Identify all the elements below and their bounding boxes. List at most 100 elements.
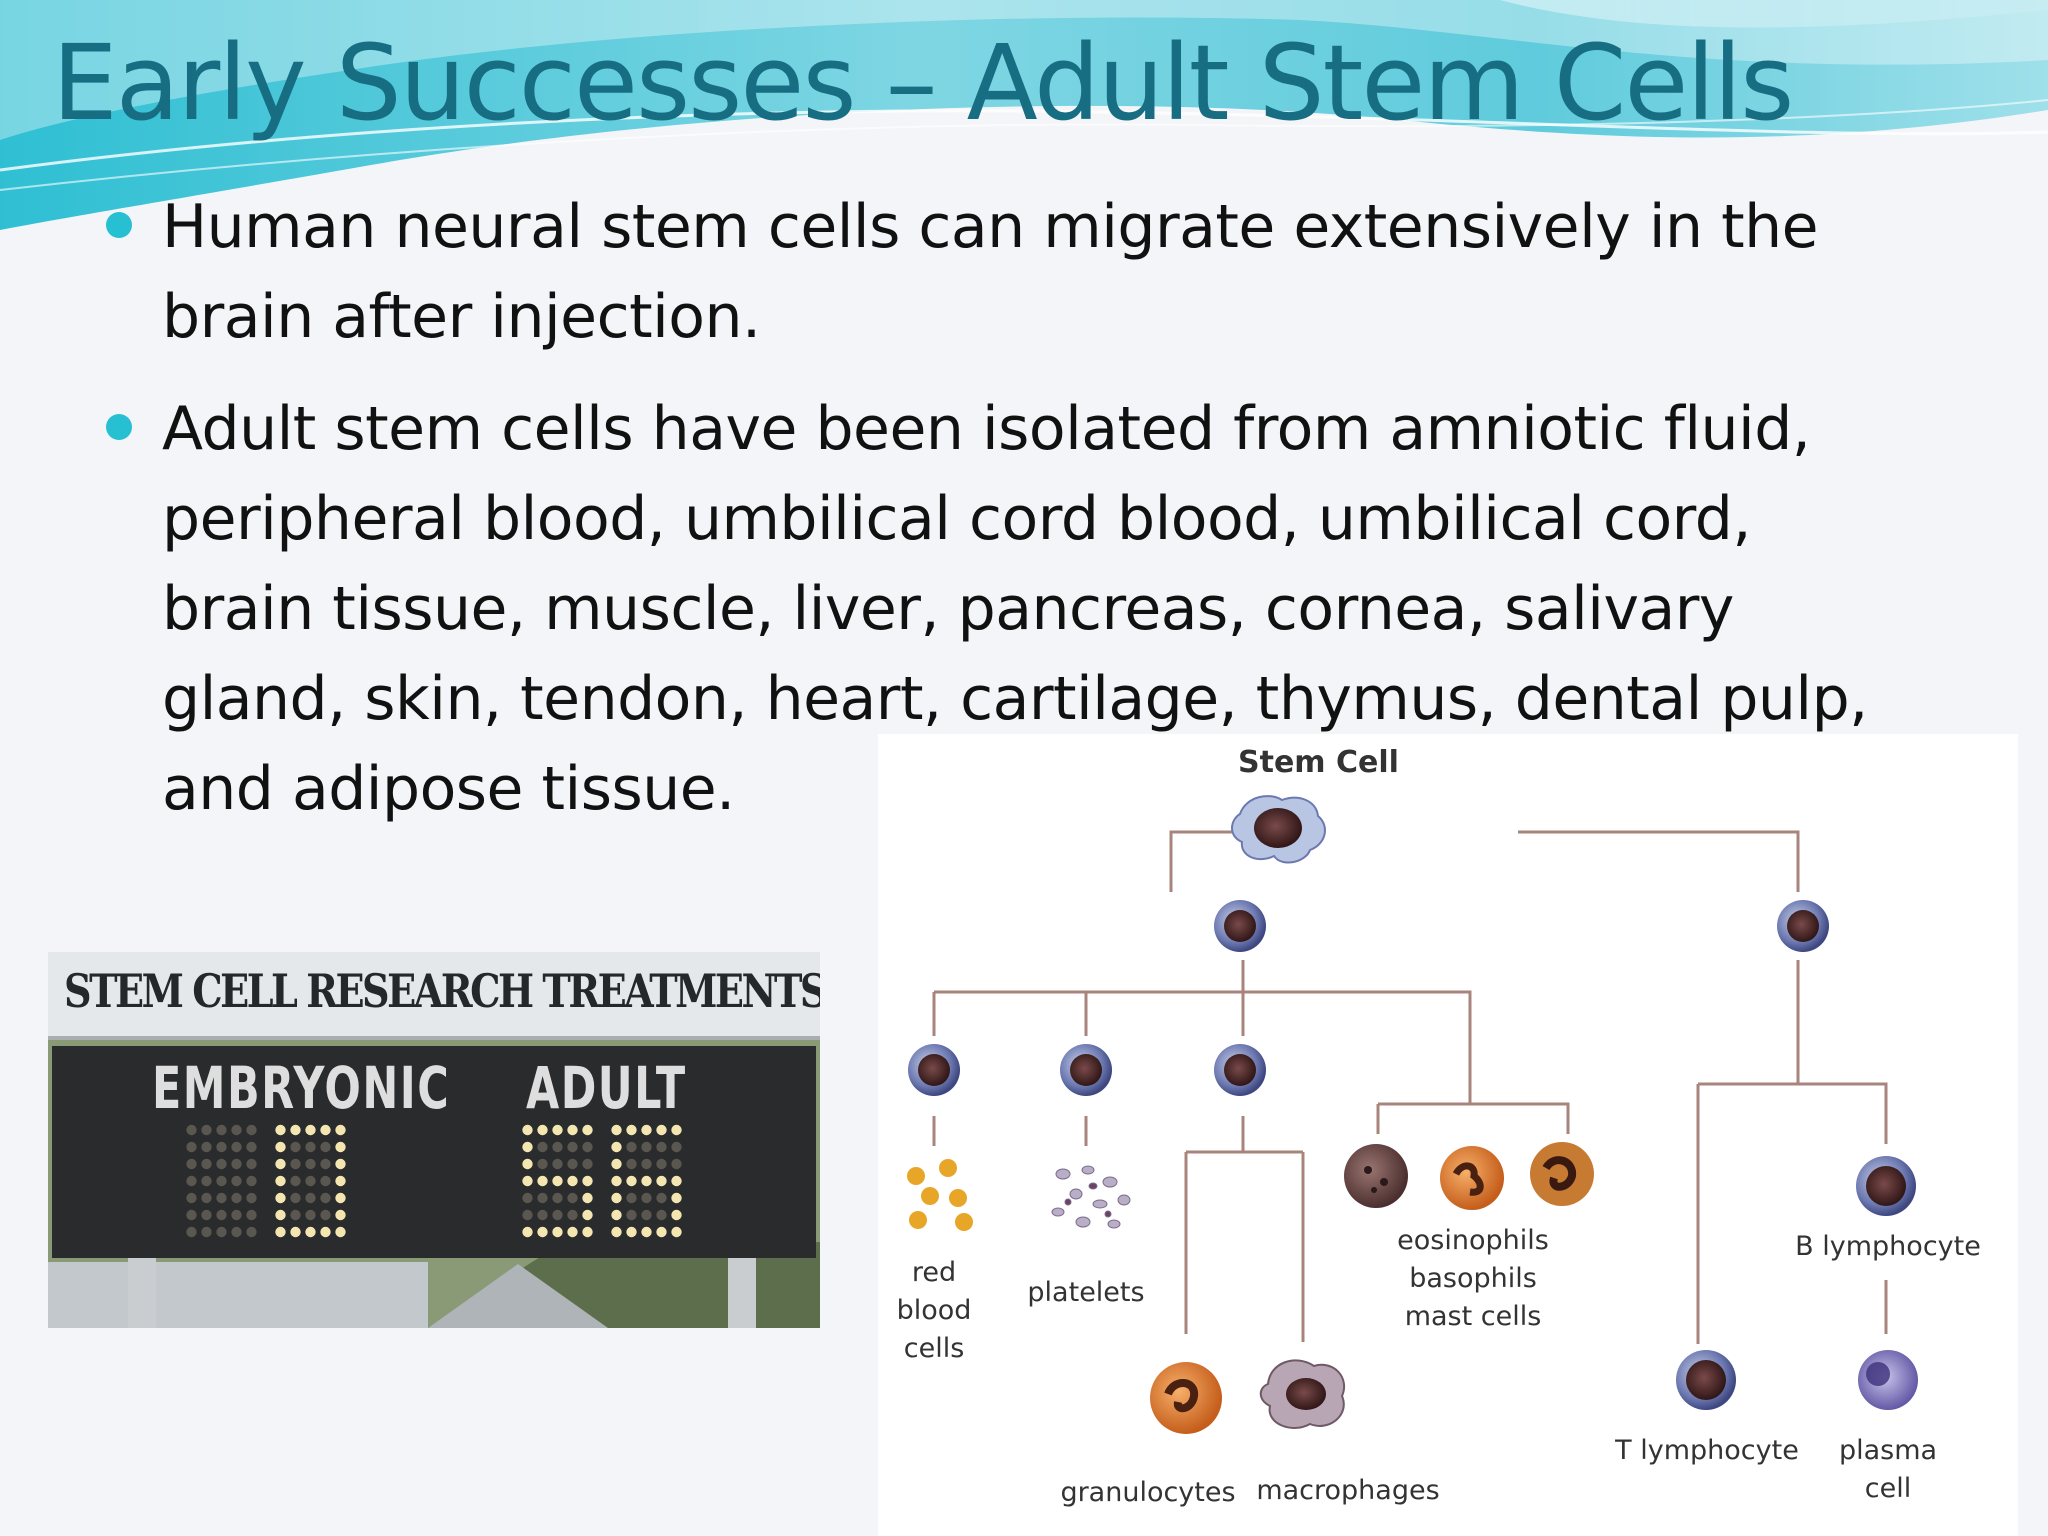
plasma-cell-label: plasma cell — [1828, 1432, 1948, 1508]
led-off — [626, 1209, 637, 1221]
platelets-icon — [1051, 1165, 1131, 1229]
led-off — [671, 1141, 682, 1153]
led-off — [552, 1158, 563, 1170]
bullet-line: gland, skin, tendon, heart, cartilage, t… — [162, 664, 1868, 734]
led-on — [335, 1141, 346, 1153]
label-line: red — [911, 1257, 957, 1288]
granulocyte-icon — [1150, 1362, 1222, 1434]
lymphoid-progenitor-icon — [1777, 900, 1829, 952]
led-on — [275, 1209, 286, 1221]
led-off — [246, 1141, 257, 1153]
led-off — [290, 1209, 301, 1221]
led-off — [186, 1226, 197, 1238]
sign-banner — [48, 952, 820, 1040]
led-off — [626, 1158, 637, 1170]
led-on — [582, 1175, 593, 1187]
led-off — [231, 1124, 242, 1136]
myeloid-progenitor-icon — [1214, 900, 1266, 952]
led-off — [305, 1141, 316, 1153]
led-off — [305, 1192, 316, 1204]
led-off — [641, 1209, 652, 1221]
led-on — [275, 1192, 286, 1204]
erythroid-precursor-icon — [908, 1044, 960, 1096]
led-off — [201, 1141, 212, 1153]
led-on — [611, 1124, 622, 1136]
embryonic-score: 0 — [174, 1116, 354, 1242]
led-on — [335, 1192, 346, 1204]
granulocyte-types-label: eosinophils basophils mast cells — [1378, 1222, 1568, 1336]
label-line: cells — [903, 1333, 965, 1364]
label-line: blood — [896, 1295, 972, 1326]
led-on — [567, 1226, 578, 1238]
led-off — [641, 1158, 652, 1170]
label-line: eosinophils — [1397, 1225, 1549, 1256]
slide-title: Early Successes – Adult Stem Cells — [52, 22, 1794, 144]
sign-post — [128, 1258, 156, 1328]
led-on — [335, 1209, 346, 1221]
led-on — [522, 1141, 533, 1153]
led-off — [537, 1209, 548, 1221]
led-off — [246, 1124, 257, 1136]
led-on — [656, 1226, 667, 1238]
bullet-item: Adult stem cells have been isolated from… — [102, 384, 2002, 834]
scoreboard-photo: STEM CELL RESEARCH TREATMENTS EMBRYONIC … — [48, 952, 820, 1328]
led-off — [216, 1141, 227, 1153]
led-off — [537, 1192, 548, 1204]
basophil-icon — [1530, 1142, 1594, 1206]
led-off — [522, 1209, 533, 1221]
bullet-line: peripheral blood, umbilical cord blood, … — [162, 484, 1751, 554]
adult-score: 56 — [510, 1116, 690, 1242]
stem-cell-icon — [1231, 795, 1326, 864]
label-line: plasma — [1838, 1435, 1938, 1466]
led-on — [611, 1141, 622, 1153]
led-off — [656, 1209, 667, 1221]
label-line: mast cells — [1404, 1301, 1542, 1332]
led-on — [641, 1124, 652, 1136]
led-on — [626, 1124, 637, 1136]
led-on — [275, 1124, 286, 1136]
led-off — [567, 1209, 578, 1221]
led-on — [335, 1226, 346, 1238]
led-off — [246, 1158, 257, 1170]
led-on — [641, 1175, 652, 1187]
led-on — [671, 1175, 682, 1187]
led-on — [582, 1209, 593, 1221]
red-blood-cells-label: red blood cells — [884, 1254, 984, 1368]
led-on — [275, 1226, 286, 1238]
bullet-line: brain after injection. — [162, 282, 761, 352]
led-off — [305, 1209, 316, 1221]
led-off — [320, 1175, 331, 1187]
led-on — [582, 1226, 593, 1238]
led-off — [231, 1226, 242, 1238]
led-on — [537, 1226, 548, 1238]
adult-label: ADULT — [526, 1054, 687, 1122]
led-on — [537, 1175, 548, 1187]
led-off — [656, 1141, 667, 1153]
led-off — [231, 1175, 242, 1187]
led-on — [522, 1124, 533, 1136]
led-off — [320, 1192, 331, 1204]
led-off — [641, 1141, 652, 1153]
led-off — [641, 1192, 652, 1204]
led-on — [305, 1124, 316, 1136]
led-on — [552, 1124, 563, 1136]
bullet-dot-icon — [106, 414, 132, 440]
diagram-lines — [932, 830, 1888, 1344]
t-lymphocyte-label: T lymphocyte — [1615, 1435, 1799, 1466]
led-off — [186, 1192, 197, 1204]
led-on — [582, 1192, 593, 1204]
led-on — [522, 1226, 533, 1238]
led-off — [186, 1158, 197, 1170]
led-off — [305, 1158, 316, 1170]
led-off — [582, 1141, 593, 1153]
led-on — [611, 1192, 622, 1204]
led-on — [567, 1175, 578, 1187]
led-on — [522, 1158, 533, 1170]
led-off — [656, 1192, 667, 1204]
led-on — [335, 1124, 346, 1136]
led-off — [290, 1192, 301, 1204]
bullet-line: Adult stem cells have been isolated from… — [162, 394, 1811, 464]
led-off — [201, 1192, 212, 1204]
led-off — [186, 1141, 197, 1153]
led-off — [290, 1175, 301, 1187]
